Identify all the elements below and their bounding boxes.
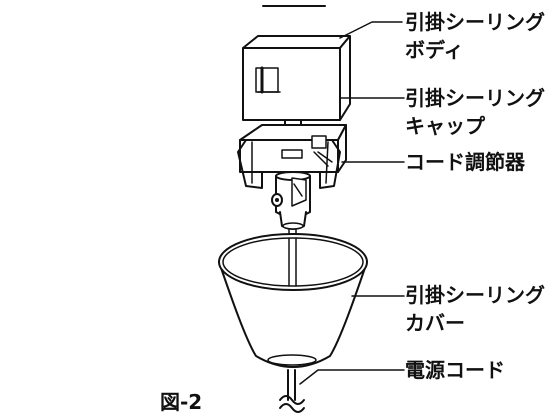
cord-adjuster-part <box>271 171 311 230</box>
leader-power-cord <box>299 369 405 385</box>
leader-body <box>339 21 403 39</box>
label-ceiling-cap-line2: キャップ <box>405 114 485 138</box>
ceiling-cap-part <box>237 119 347 189</box>
label-ceiling-body-line2: ボディ <box>405 38 464 62</box>
label-ceiling-cap-line1: 引掛シーリング <box>405 86 545 110</box>
label-ceiling-body-line1: 引掛シーリング <box>405 10 545 34</box>
figure-label: 図-2 <box>160 390 203 414</box>
leader-lines <box>299 21 405 385</box>
ceiling-cover-part <box>218 233 368 368</box>
label-power-cord: 電源コード <box>405 358 505 382</box>
label-ceiling-cover-line2: カバー <box>405 311 465 335</box>
ceiling-body-part <box>242 35 351 121</box>
label-ceiling-cover-line1: 引掛シーリング <box>405 283 545 307</box>
label-cord-adjuster: コード調節器 <box>405 150 525 174</box>
